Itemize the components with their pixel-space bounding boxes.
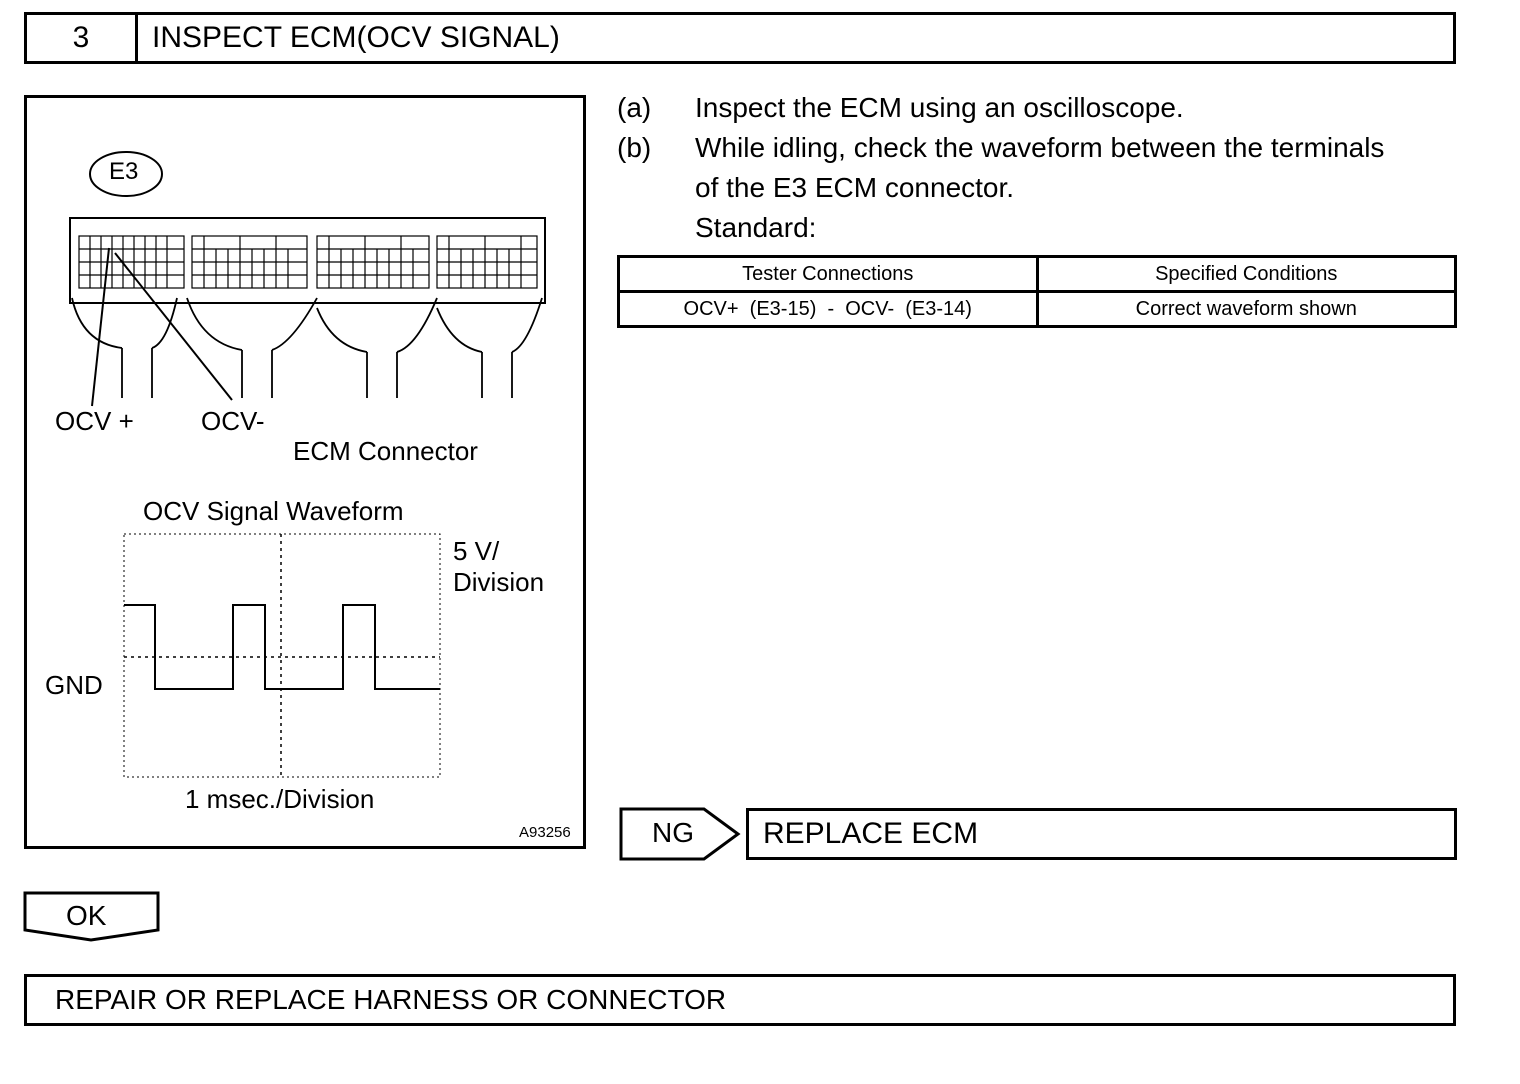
voltage-division-line1: 5 V/ xyxy=(453,536,500,566)
ok-action-box: REPAIR OR REPLACE HARNESS OR CONNECTOR xyxy=(24,974,1456,1026)
step-b-text-line2: of the E3 ECM connector. xyxy=(695,172,1015,203)
step-number: 3 xyxy=(72,21,90,54)
connector-body xyxy=(69,217,546,304)
ok-action-label: REPAIR OR REPLACE HARNESS OR CONNECTOR xyxy=(55,984,727,1015)
wire-harness xyxy=(71,297,543,398)
time-division-label: 1 msec./Division xyxy=(185,784,375,814)
table-cell-condition: Correct waveform shown xyxy=(1035,290,1457,328)
ok-arrow-tag xyxy=(23,891,160,942)
step-b-text-line1: While idling, check the waveform between… xyxy=(695,132,1385,163)
table-row: OCV+ (E3-15) - OCV- (E3-14) Correct wave… xyxy=(617,290,1457,328)
connector-tag-label: E3 xyxy=(109,158,139,185)
connector-tag-outline xyxy=(89,151,163,197)
table-header: Specified Conditions xyxy=(1035,255,1457,293)
ng-tag-label: NG xyxy=(652,817,694,848)
figure-id: A93256 xyxy=(519,824,571,841)
voltage-division-line2: Division xyxy=(453,567,545,597)
ocv-waveform-trace xyxy=(124,604,440,690)
ocv-minus-label: OCV- xyxy=(201,406,265,436)
ng-action-label: REPLACE ECM xyxy=(763,817,979,850)
connector-caption: ECM Connector xyxy=(293,436,478,466)
ocv-minus-leader xyxy=(114,252,233,401)
connector-pin-blocks xyxy=(78,235,538,289)
ocv-plus-label: OCV + xyxy=(55,406,134,436)
ocv-plus-leader xyxy=(91,247,110,407)
oscilloscope-screen xyxy=(123,533,441,778)
ng-action-box: REPLACE ECM xyxy=(746,808,1457,860)
step-a-label: (a) xyxy=(617,92,652,123)
step-title: INSPECT ECM(OCV SIGNAL) xyxy=(152,21,560,54)
waveform-title: OCV Signal Waveform xyxy=(143,496,404,526)
table-header-row: Tester Connections Specified Conditions xyxy=(617,255,1457,293)
figure-panel: E3 OCV + OCV- ECM Connector OCV Signal W… xyxy=(24,95,586,849)
step-b-label: (b) xyxy=(617,132,652,163)
ng-arrow-tag xyxy=(619,807,741,861)
step-number-box: 3 xyxy=(24,12,138,64)
ok-tag-label: OK xyxy=(66,900,107,931)
standard-label: Standard: xyxy=(695,212,817,243)
gnd-label: GND xyxy=(45,670,103,700)
table-header: Tester Connections xyxy=(617,255,1039,293)
table-cell-connection: OCV+ (E3-15) - OCV- (E3-14) xyxy=(617,290,1039,328)
step-title-box: INSPECT ECM(OCV SIGNAL) xyxy=(135,12,1456,64)
connector-diagram xyxy=(69,151,546,778)
step-a-text: Inspect the ECM using an oscilloscope. xyxy=(695,92,1184,123)
standard-table: Tester Connections Specified Conditions … xyxy=(617,255,1457,328)
